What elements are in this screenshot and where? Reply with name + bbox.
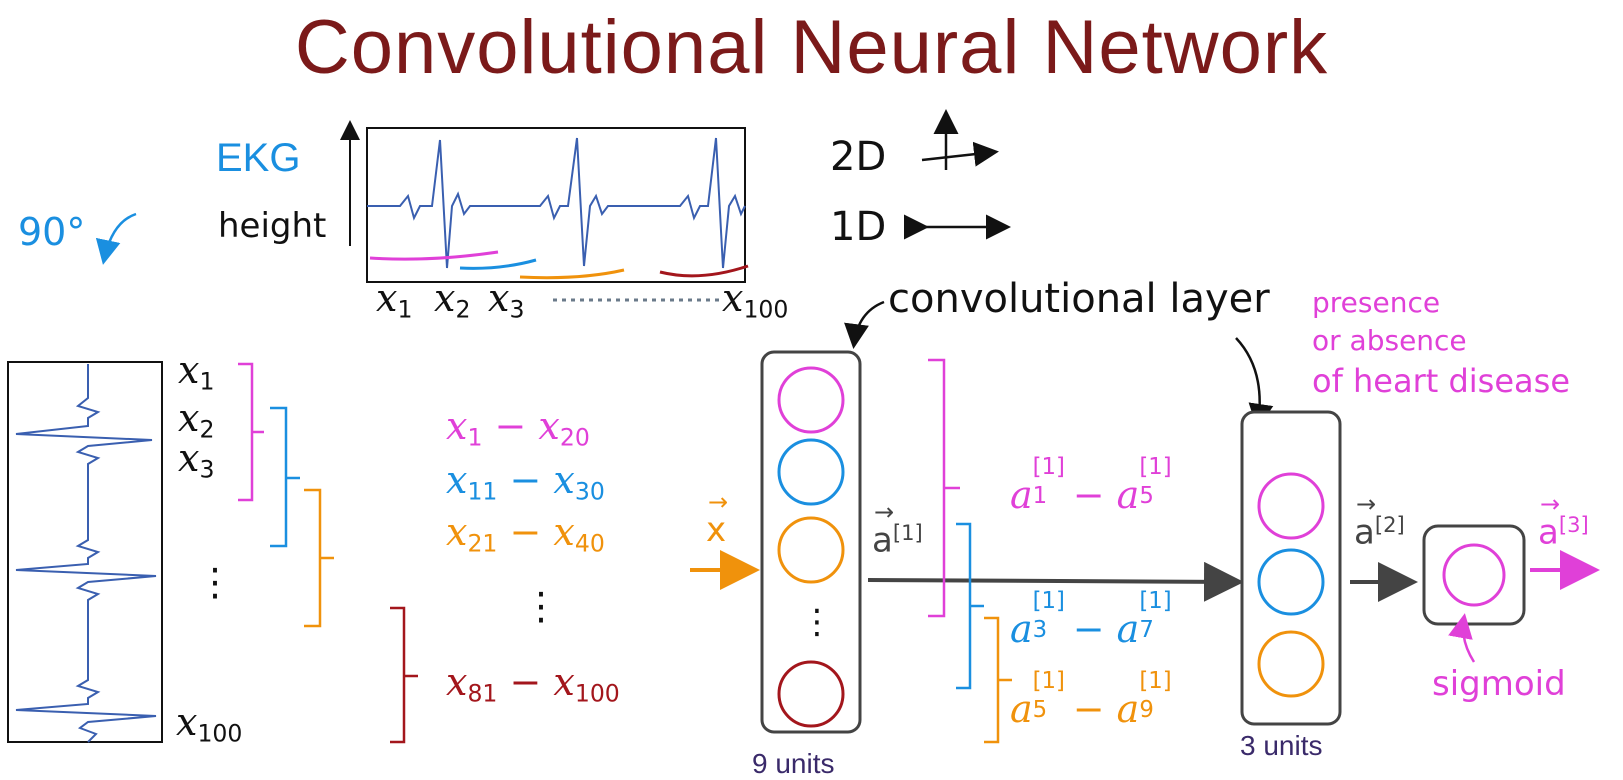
window-underline-2 [459, 258, 537, 270]
two-d-label: 2D [830, 134, 887, 180]
layer1-unit-2 [777, 438, 845, 506]
layer3-output-label: →a[3] [1538, 490, 1589, 553]
bracket-a1-3 [984, 616, 1012, 744]
layer1-output-label: →a[1] [872, 498, 923, 561]
layer1-ellipsis: ⋮ [800, 602, 834, 642]
window-underline-4 [659, 264, 749, 278]
layer2-unit-3 [1257, 630, 1325, 698]
layer1-units-label: 9 units [752, 748, 835, 779]
vertical-ekg-signal [15, 364, 157, 743]
layer1-unit-9 [777, 660, 845, 728]
bracket-a1-2 [956, 522, 984, 690]
diagram-canvas [7, 109, 1600, 744]
window-range-4: x81 − x100 [446, 660, 620, 708]
a1-range-2: a[1]3 − a[1]7 [1010, 588, 1172, 651]
a1-range-3: a[1]5 − a[1]9 [1010, 668, 1172, 731]
sigmoid-arrow [1448, 613, 1476, 663]
twod-arrow-h [921, 141, 999, 167]
time-label-x1: x1 [376, 276, 413, 324]
time-label-x3: x3 [488, 276, 525, 324]
conv-layer-label: convolutional layer [888, 276, 1270, 322]
layer3-box [1422, 524, 1526, 626]
bracket-window-1 [238, 362, 264, 502]
layer2-unit-2 [1257, 548, 1325, 616]
layer1-unit-3 [777, 516, 845, 584]
output-meaning-line-1: presence [1312, 286, 1441, 319]
layer2-output-label: →a[2] [1354, 490, 1405, 553]
window-range-2: x11 − x30 [446, 458, 605, 506]
ekg-label: EKG [216, 136, 301, 180]
bracket-window-3 [304, 488, 334, 628]
output-meaning-line-3: of heart disease [1312, 362, 1570, 400]
ekg-signal [367, 137, 746, 269]
input-ellipsis: ⋮ [196, 560, 234, 604]
vertical-ekg-frame [7, 361, 163, 743]
slide: Convolutional Neural Network [7, 5, 1600, 779]
window-ellipsis: ⋮ [522, 584, 560, 628]
bracket-a1-1 [928, 358, 960, 618]
layer2-units-label: 3 units [1240, 730, 1323, 761]
input-x100: x100 [176, 700, 243, 748]
window-range-3: x21 − x40 [446, 510, 605, 558]
input-x2: x2 [178, 396, 215, 444]
input-x1: x1 [178, 348, 215, 396]
time-label-x2: x2 [434, 276, 471, 324]
layer2-unit-1 [1257, 472, 1325, 540]
layer2-box [1240, 410, 1342, 726]
one-d-label: 1D [830, 204, 887, 250]
window-underline-1 [369, 250, 499, 261]
input-vector-label: →x [706, 488, 729, 550]
window-range-1: x1 − x20 [446, 404, 590, 452]
bracket-window-2 [270, 406, 300, 548]
layer3-unit [1442, 543, 1506, 607]
rotate-arrow [95, 212, 137, 265]
window-underline-3 [519, 268, 625, 280]
output-meaning-line-2: or absence [1312, 324, 1467, 357]
sigmoid-label: sigmoid [1432, 664, 1566, 704]
layer1-unit-1 [777, 366, 845, 434]
a1-range-1: a[1]1 − a[1]5 [1010, 454, 1172, 517]
time-label-x100: x100 [722, 276, 789, 324]
layer1-box [760, 350, 862, 734]
conv-label-arrow-left [844, 300, 885, 349]
rotation-note: 90° [18, 210, 86, 254]
input-x3: x3 [178, 436, 215, 484]
slide-title: Convolutional Neural Network [294, 5, 1329, 90]
layer1-to-layer2-arrow [867, 561, 1244, 602]
height-label: height [218, 206, 327, 246]
bracket-window-4 [390, 606, 418, 744]
